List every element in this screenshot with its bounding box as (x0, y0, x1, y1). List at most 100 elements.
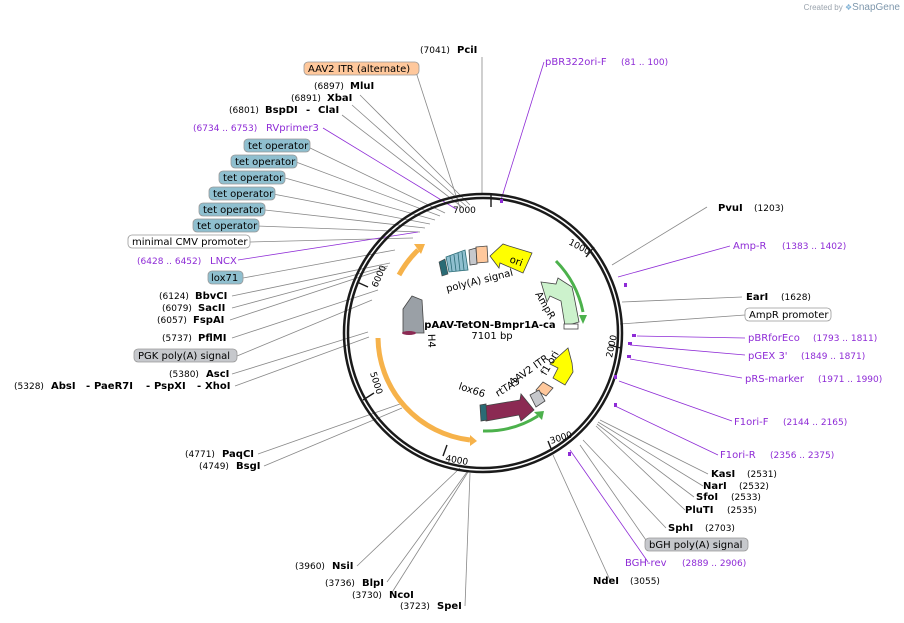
tetop-stripes (449, 251, 465, 272)
enzymes-right: PvuI (1203) EarI (1628) KasI (2531) NarI… (593, 203, 811, 587)
gray-block-top (468, 247, 478, 266)
arrowhead-icon (470, 435, 477, 446)
feature-box-label: tet operator (197, 221, 258, 232)
enzyme-dash: - (306, 105, 310, 116)
enzyme-pos: (2703) (705, 524, 735, 534)
primer-name: pRS-marker (745, 374, 805, 385)
enzyme-name: SacII (198, 303, 225, 314)
enzyme-name: SfoI (696, 492, 718, 503)
feature-arc-green-ori (554, 259, 585, 313)
feature-box-label: tet operator (213, 189, 274, 200)
arrowhead-icon (414, 244, 425, 254)
credit-brand: SnapGene (852, 2, 900, 13)
primer-markers (500, 199, 636, 456)
f1ori-arrow (549, 347, 574, 386)
ori-arrow (489, 243, 533, 274)
feature-box (198, 202, 266, 217)
tetop-block (445, 249, 469, 273)
ori-label: ori (508, 254, 524, 269)
plasmid-size: 7101 bp (471, 331, 512, 342)
primer-name: LNCX (210, 256, 237, 267)
h4-arrow (402, 295, 425, 334)
feature-box (127, 234, 251, 249)
enzyme-pos: (3960) (295, 562, 325, 572)
feature-box (133, 348, 238, 363)
enzymes-left: (7041) PciI (6897) MluI (6891) XbaI (680… (14, 45, 477, 612)
enzyme-pos: (5737) (162, 334, 192, 344)
feature-box (192, 218, 260, 233)
feature-box-label: PGK poly(A) signal (138, 351, 230, 362)
tick-marks (356, 195, 622, 457)
enzyme-name: BsgI (236, 461, 260, 472)
tick-label: 5000 (367, 371, 384, 396)
enzyme-pos: (1628) (781, 293, 811, 303)
features: ori AmpR f1 ori AAV2 ITR rtTA3 lox66 H4 … (375, 243, 587, 446)
feature-box-label: lox71 (211, 273, 238, 284)
enzyme-pos: (6897) (314, 82, 344, 92)
enzyme-name: BlpI (362, 578, 384, 589)
primer-marker (627, 355, 631, 358)
plasmid-name: pAAV-TetON-Bmpr1A-ca (424, 320, 555, 331)
enzyme-name: PciI (457, 45, 477, 56)
enzyme-name: PvuI (718, 203, 743, 214)
enzyme-name: SpeI (437, 601, 462, 612)
feature-box (303, 61, 420, 76)
enzyme-name: PluTI (685, 505, 713, 516)
enzyme-pos: (1203) (754, 204, 784, 214)
enzyme-pos: (3723) (400, 602, 430, 612)
primer-name: F1ori-F (734, 417, 769, 428)
ampr-promoter-block (563, 323, 579, 330)
enzyme-name: PspXI (154, 381, 186, 392)
enzyme-name: XhoI (205, 381, 230, 392)
enzyme-name: SphI (668, 523, 693, 534)
enzyme-pos: (2531) (747, 470, 777, 480)
primer-range: (81 .. 100) (621, 58, 668, 68)
feature-arc-orange-left (396, 248, 420, 277)
enzyme-name: MluI (350, 81, 374, 92)
lox71-block (438, 258, 449, 277)
ampr-arrow (540, 277, 580, 327)
feature-box-label: tet operator (223, 173, 284, 184)
enzyme-dash: - (146, 381, 150, 392)
feature-arc-green-bottom (482, 414, 539, 433)
primer-name: F1ori-R (720, 450, 756, 461)
feature-box (644, 537, 749, 552)
snapgene-credit: Created by ❖SnapGene (804, 2, 900, 13)
primer-name: pBRforEco (748, 333, 800, 344)
primer-name: pGEX 3' (748, 351, 788, 362)
primer-range: (1793 .. 1811) (813, 334, 877, 344)
tick-label: 2000 (605, 334, 620, 359)
feature-box-label: minimal CMV promoter (132, 237, 248, 248)
enzyme-dash: - (197, 381, 201, 392)
rtta3-arrow (483, 393, 535, 422)
tick-label: 6000 (371, 264, 390, 289)
feature-box-label: tet operator (235, 157, 296, 168)
primer-range: (2144 .. 2165) (783, 418, 847, 428)
enzyme-name: NdeI (593, 576, 619, 587)
enzyme-pos: (2532) (739, 482, 769, 492)
feature-box-label: tet operator (248, 141, 309, 152)
primer-marker (628, 342, 632, 345)
enzyme-name: NarI (703, 481, 727, 492)
h4-label: H4 (425, 334, 436, 348)
enzyme-name: FspAI (193, 315, 224, 326)
enzyme-pos: (6801) (229, 106, 259, 116)
primer-marker (632, 334, 636, 337)
snapgene-logo-icon: ❖ (845, 3, 853, 12)
primer-range: (2889 .. 2906) (682, 559, 746, 569)
enzyme-name: AbsI (51, 381, 76, 392)
enzyme-name: BbvCI (195, 291, 227, 302)
primer-range: (1971 .. 1990) (818, 375, 882, 385)
primer-name: BGH-rev (625, 558, 667, 569)
enzyme-pos: (7041) (420, 46, 450, 56)
lox66-block (479, 403, 488, 422)
feature-box (243, 138, 311, 153)
primer-range: (1383 .. 1402) (782, 242, 846, 252)
primers: pBR322ori-F (81 .. 100) Amp-R (1383 .. 1… (137, 57, 882, 569)
primer-marker (568, 452, 571, 456)
polya-label: poly(A) signal (445, 268, 514, 295)
enzyme-name: PaeR7I (94, 381, 133, 392)
feature-box-label: tet operator (203, 205, 264, 216)
itr-block-top (475, 245, 489, 264)
